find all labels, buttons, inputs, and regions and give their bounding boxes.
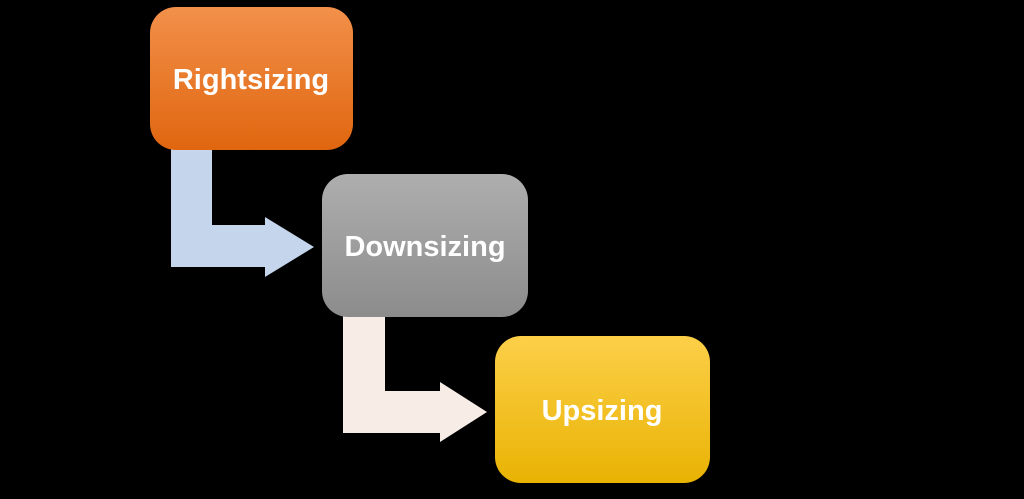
downsizing-node-label: Downsizing [344,231,505,263]
bent-arrow-downsizing-to-upsizing-icon [343,314,487,442]
downsizing-node-shape [322,174,528,317]
rightsizing-node: Rightsizing [150,7,353,150]
rightsizing-node-shape [150,7,353,150]
bent-arrow-rightsizing-to-downsizing-icon [171,148,314,277]
upsizing-node: Upsizing [495,336,710,483]
downsizing-node: Downsizing [322,174,528,317]
upsizing-node-label: Upsizing [542,395,663,427]
upsizing-node-shape [495,336,710,483]
rightsizing-node-label: Rightsizing [173,64,329,96]
